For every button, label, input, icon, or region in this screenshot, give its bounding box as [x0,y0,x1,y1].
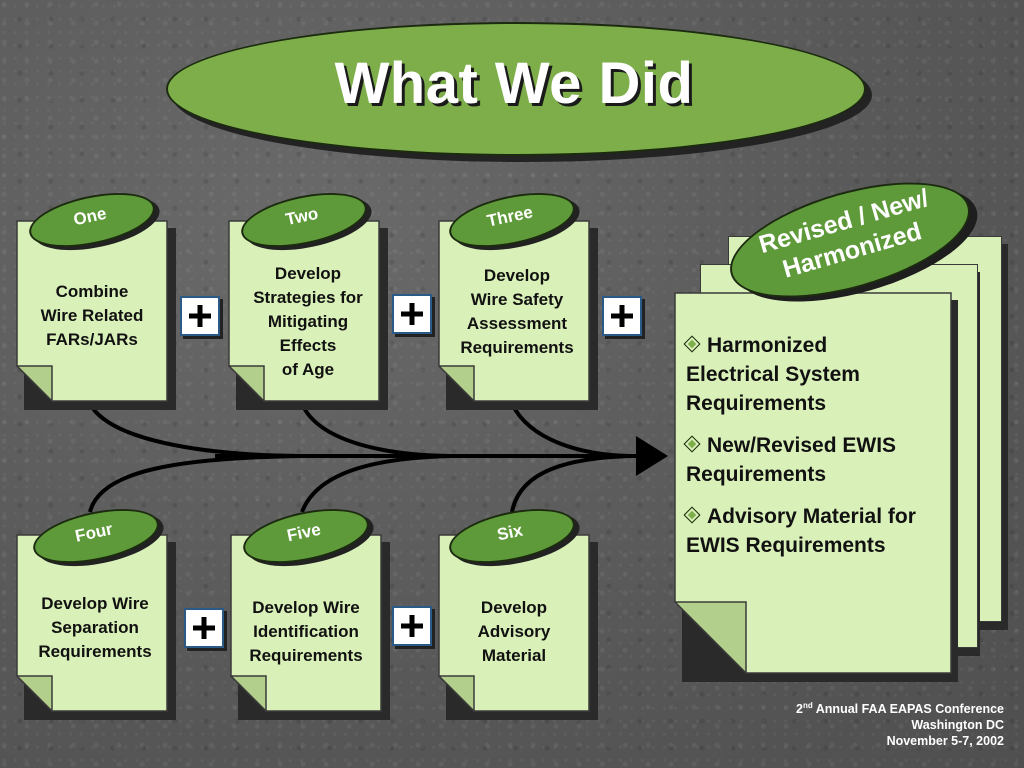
card-one-text: Combine Wire Related FARs/JARs [16,280,168,352]
card-three-line-2: Wire Safety [470,290,564,309]
card-five-text: Develop Wire Identification Requirements [226,596,386,668]
card-one-line-1: Combine [55,282,129,301]
card-three-text: Develop Wire Safety Assessment Requireme… [434,264,600,360]
card-five-line-1: Develop Wire [252,598,360,617]
bullet-2-line-1: New/Revised EWIS [707,434,897,457]
card-six-text: Develop Advisory Material [438,596,590,668]
diamond-bullet-icon [683,335,701,353]
plus-icon [611,305,633,327]
card-six-line-3: Material [481,646,547,665]
page-title: What We Did [334,51,694,116]
diamond-bullet-icon [683,506,701,524]
connector-five [300,454,451,513]
card-four-line-2: Separation [51,618,139,637]
footer-ordinal: 2 [796,702,803,717]
card-three-line-4: Requirements [460,338,574,357]
footer-line-3: November 5-7, 2002 [886,734,1004,749]
connector-two [300,403,451,458]
plus-sign-4 [184,608,224,648]
card-four-line-1: Develop Wire [41,594,149,613]
card-two-line-2: Strategies for [253,288,363,307]
card-one-line-2: Wire Related [40,306,144,325]
bullet-1-line-2: Electrical System [686,363,860,386]
footer: 2nd Annual FAA EAPAS Conference Washingt… [796,698,1004,749]
card-five-line-2: Identification [253,622,359,641]
bullet-3-line-1: Advisory Material for [707,505,916,528]
card-four-line-3: Requirements [38,642,152,661]
card-two-line-1: Develop [274,264,342,283]
card-four-text: Develop Wire Separation Requirements [16,592,174,664]
card-two-line-4: Effects [279,336,337,355]
bullet-2: New/Revised EWIS [680,431,952,460]
card-six-line-1: Develop [480,598,548,617]
bullet-2-line-2: Requirements [686,463,827,486]
card-two-line-3: Mitigating [267,312,349,331]
footer-ordinal-suffix: nd [802,701,813,710]
result-page-front [674,292,952,674]
card-three-line-1: Develop [483,266,551,285]
footer-line-1: 2nd Annual FAA EAPAS Conference [796,698,1004,717]
title-oval [166,22,866,156]
connector-three [510,403,631,458]
bullet-1: Harmonized [680,331,952,360]
plus-icon [401,615,423,637]
plus-icon [193,617,215,639]
plus-icon [189,305,211,327]
bullet-1-line-3: Requirements [686,392,827,415]
card-two-text: Develop Strategies for Mitigating Effect… [228,262,388,382]
bullet-1-line-1: Harmonized [707,334,828,357]
footer-conference-name: Annual FAA EAPAS Conference [812,702,1004,717]
plus-icon [401,303,423,325]
result-bullets: Harmonized Electrical System Requirement… [680,331,952,560]
bullet-3-line-2: EWIS Requirements [686,534,886,557]
bullet-3: Advisory Material for [680,502,952,531]
plus-sign-5 [392,606,432,646]
footer-line-2: Washington DC [911,718,1004,733]
plus-sign-3 [602,296,642,336]
card-two-line-5: of Age [281,360,335,379]
diamond-bullet-icon [683,435,701,453]
plus-sign-2 [392,294,432,334]
card-three-line-3: Assessment [466,314,568,333]
connector-one [88,402,301,458]
plus-sign-1 [180,296,220,336]
connector-six [510,454,631,513]
connector-four [88,454,301,513]
card-six-line-2: Advisory [477,622,551,641]
card-one-line-3: FARs/JARs [46,330,138,349]
card-five-line-3: Requirements [249,646,363,665]
